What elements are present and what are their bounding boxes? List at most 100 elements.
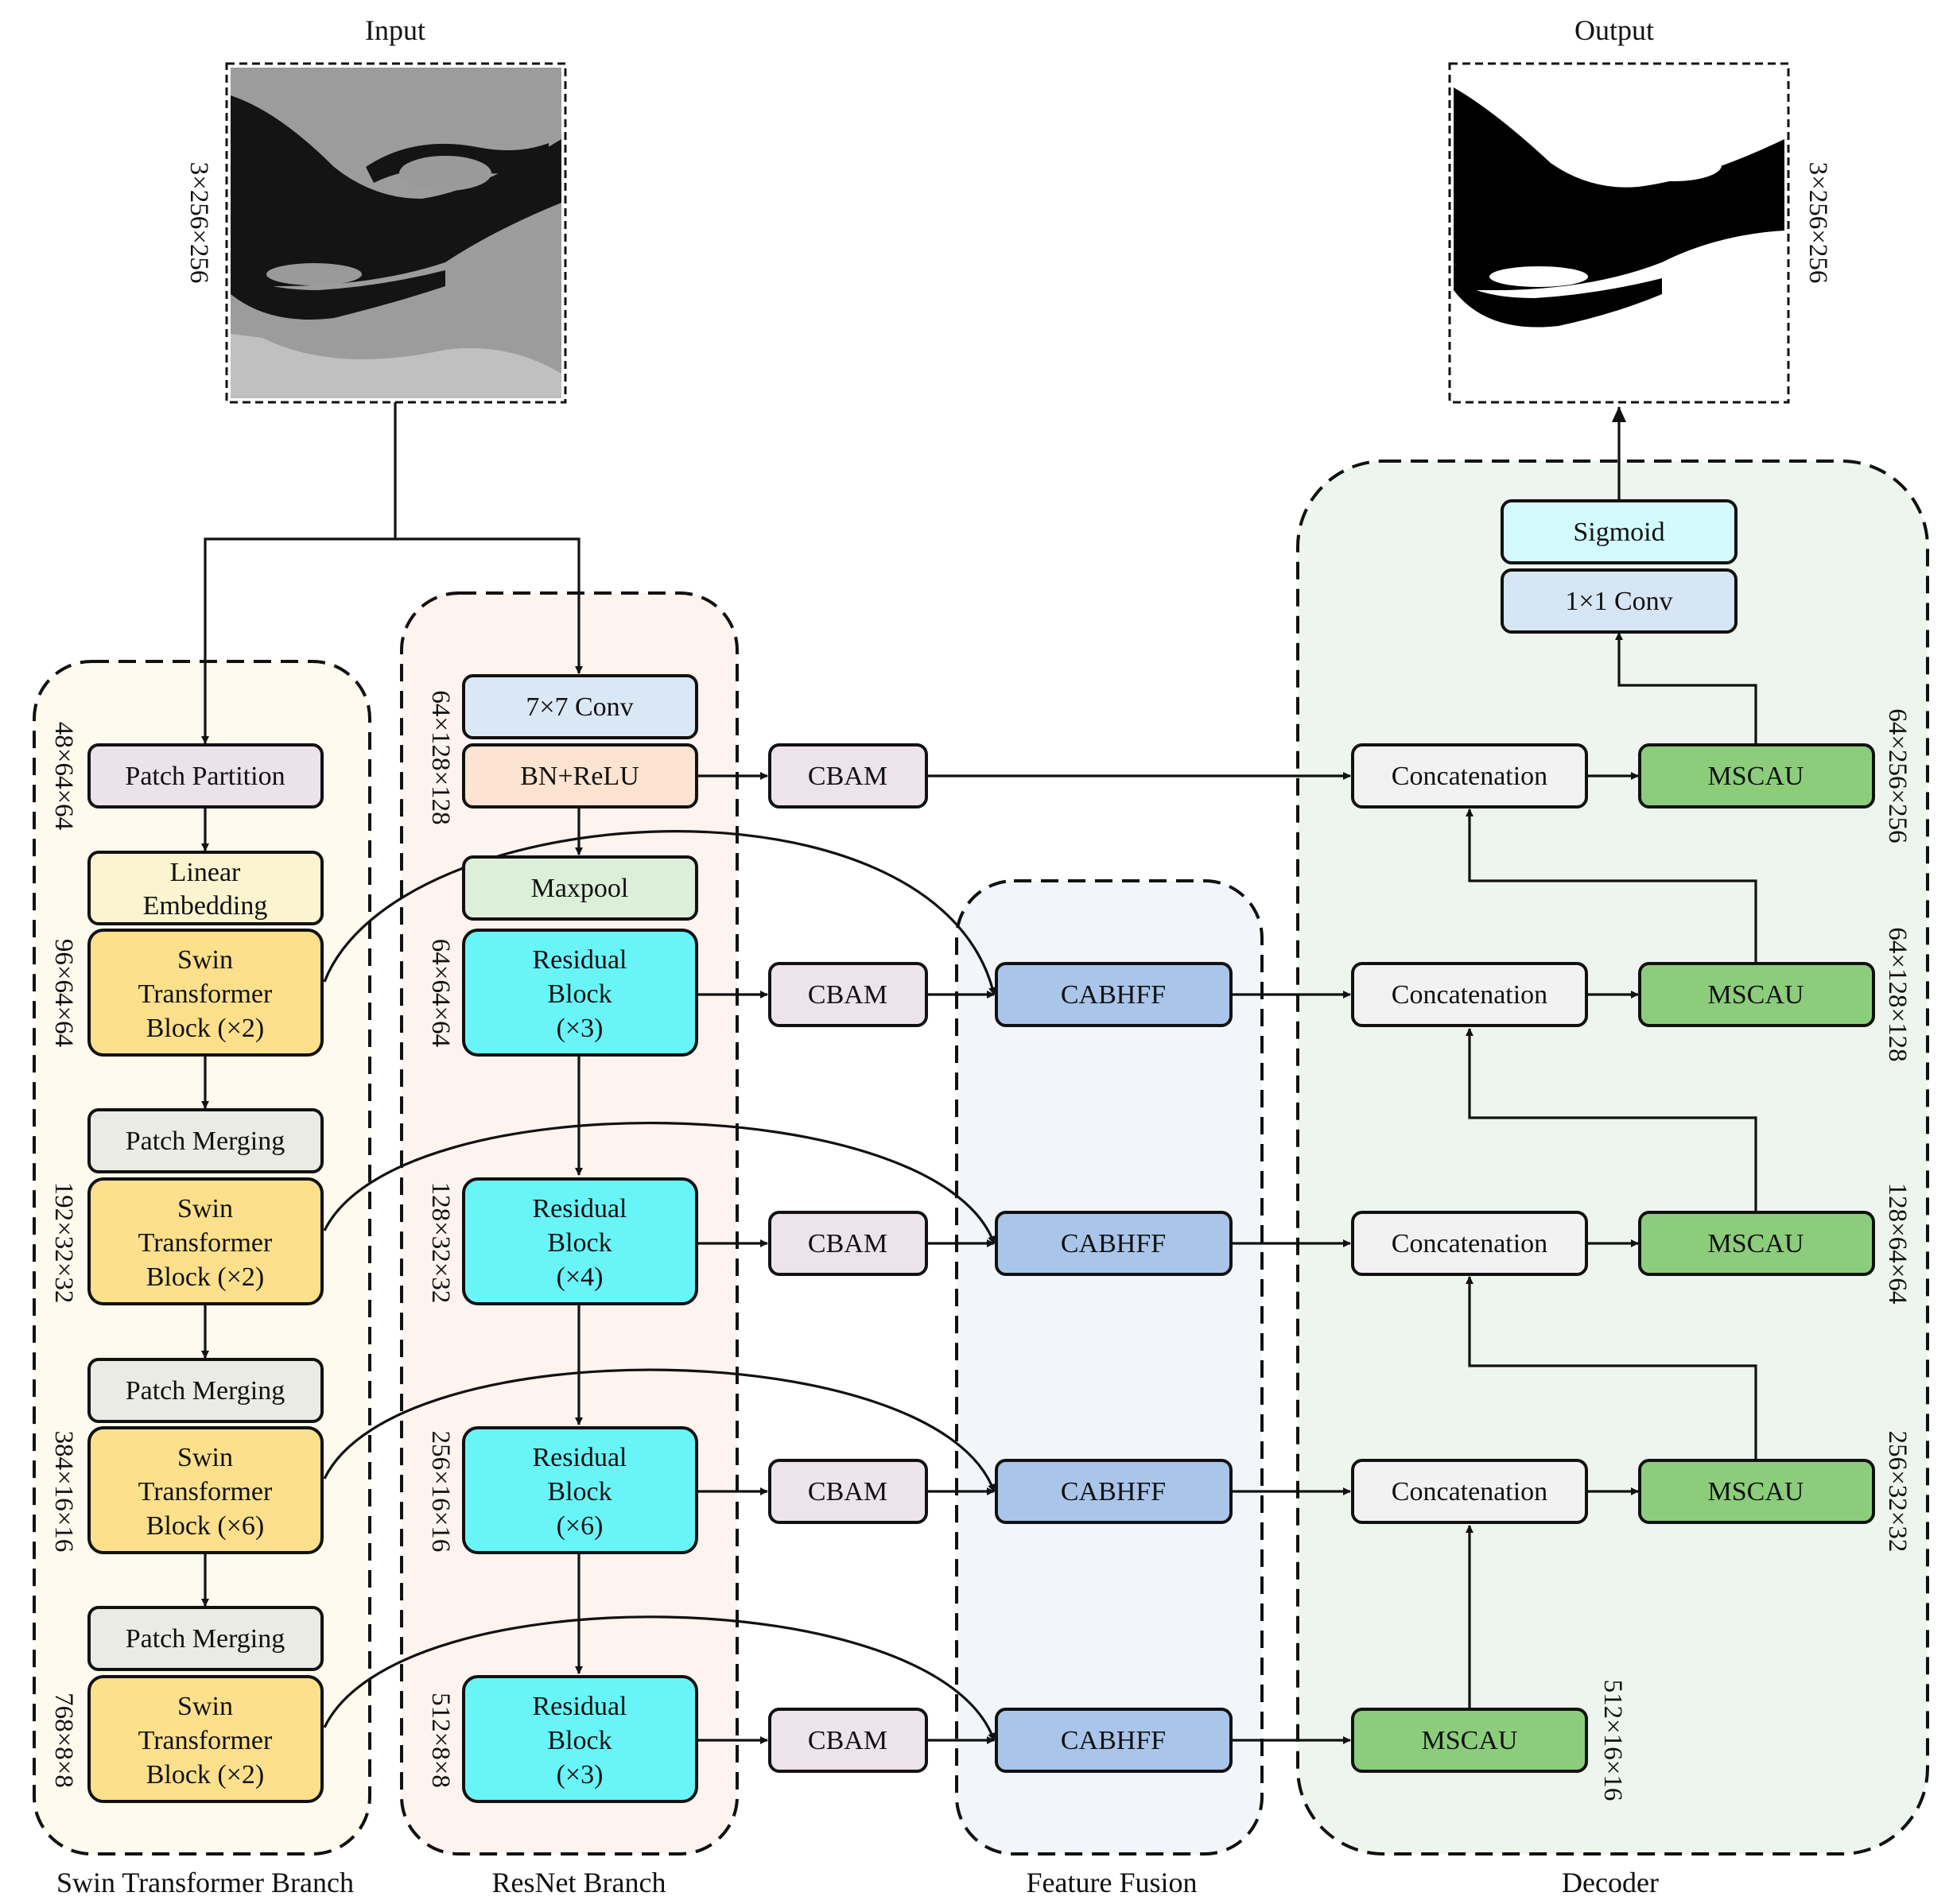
svg-text:Concatenation: Concatenation	[1392, 762, 1547, 791]
residual-block-1: Residual Block (×3)	[462, 929, 698, 1057]
svg-text:CBAM: CBAM	[808, 1229, 887, 1258]
mscau-box-5: MSCAU	[1351, 1708, 1588, 1773]
svg-text:MSCAU: MSCAU	[1708, 980, 1804, 1010]
mscau-box-3: MSCAU	[1638, 1211, 1875, 1276]
svg-text:Block (×2): Block (×2)	[146, 1014, 265, 1043]
cabhff-box-3: CABHFF	[995, 1459, 1233, 1524]
svg-text:Block: Block	[547, 979, 612, 1009]
svg-text:Concatenation: Concatenation	[1392, 980, 1547, 1010]
svg-text:Transformer: Transformer	[138, 1726, 273, 1755]
concatenation-box-1: Concatenation	[1351, 743, 1588, 809]
input-dim-label: 3×256×256	[184, 162, 213, 284]
swin-dim-3: 192×32×32	[49, 1182, 78, 1304]
concatenation-box-3: Concatenation	[1351, 1211, 1588, 1276]
decoder-panel	[1296, 460, 1929, 1856]
resnet-dim-4: 256×16×16	[426, 1431, 455, 1553]
swin-block-stage2: Swin Transformer Block (×2)	[87, 1177, 324, 1305]
feature-fusion-panel	[955, 879, 1264, 1856]
output-dim-label: 3×256×256	[1804, 162, 1832, 284]
decoder-dim-4: 256×32×32	[1883, 1431, 1912, 1553]
mscau-box-1: MSCAU	[1638, 743, 1875, 809]
svg-text:Concatenation: Concatenation	[1392, 1229, 1547, 1258]
decoder-dim-1: 64×256×256	[1883, 708, 1912, 843]
svg-text:Embedding: Embedding	[143, 891, 268, 921]
svg-text:Swin: Swin	[177, 1692, 233, 1721]
mscau-box-2: MSCAU	[1638, 962, 1875, 1027]
cbam-box-2: CBAM	[768, 962, 928, 1027]
svg-text:Block (×2): Block (×2)	[146, 1760, 265, 1790]
swin-block-stage1: Swin Transformer Block (×2)	[87, 929, 324, 1057]
patch-partition-box: Patch Partition	[87, 743, 324, 809]
svg-text:Residual: Residual	[533, 1194, 627, 1223]
swin-block-stage3: Swin Transformer Block (×6)	[87, 1426, 324, 1554]
conv1x1-box: 1×1 Conv	[1501, 568, 1738, 634]
svg-text:Patch Merging: Patch Merging	[126, 1127, 285, 1156]
swin-dim-4: 384×16×16	[49, 1431, 78, 1553]
svg-text:MSCAU: MSCAU	[1708, 1477, 1804, 1507]
concatenation-box-4: Concatenation	[1351, 1459, 1588, 1524]
svg-text:Sigmoid: Sigmoid	[1573, 518, 1664, 547]
decoder-dim-5: 512×16×16	[1598, 1680, 1627, 1801]
svg-text:CBAM: CBAM	[808, 980, 887, 1010]
svg-text:CBAM: CBAM	[808, 762, 887, 791]
decoder-dim-3: 128×64×64	[1883, 1183, 1912, 1305]
svg-text:MSCAU: MSCAU	[1708, 1229, 1804, 1258]
conv7x7-box: 7×7 Conv	[462, 674, 698, 739]
svg-text:CABHFF: CABHFF	[1061, 1726, 1166, 1755]
swin-dim-1: 48×64×64	[49, 722, 78, 830]
svg-text:Concatenation: Concatenation	[1392, 1477, 1547, 1507]
resnet-dim-3: 128×32×32	[426, 1182, 455, 1304]
svg-text:(×6): (×6)	[557, 1511, 604, 1541]
maxpool-box: Maxpool	[462, 855, 698, 921]
decoder-dim-2: 64×128×128	[1883, 927, 1912, 1061]
input-sar-image	[231, 68, 561, 398]
svg-text:Linear: Linear	[170, 858, 241, 887]
resnet-dim-2: 64×64×64	[426, 939, 455, 1047]
svg-text:Swin: Swin	[177, 1194, 233, 1223]
feature-fusion-title: Feature Fusion	[1027, 1867, 1198, 1898]
output-mask-image	[1454, 68, 1784, 398]
decoder-title: Decoder	[1562, 1867, 1659, 1898]
sigmoid-box: Sigmoid	[1501, 499, 1738, 564]
svg-text:Residual: Residual	[533, 945, 627, 975]
residual-block-3: Residual Block (×6)	[462, 1426, 698, 1554]
resnet-branch-title: ResNet Branch	[492, 1867, 666, 1898]
patch-merging-box-1: Patch Merging	[87, 1108, 324, 1173]
svg-text:(×3): (×3)	[557, 1760, 604, 1790]
svg-text:Patch Partition: Patch Partition	[125, 762, 285, 791]
svg-text:CABHFF: CABHFF	[1061, 1477, 1166, 1507]
svg-text:Transformer: Transformer	[138, 1228, 273, 1258]
cabhff-box-2: CABHFF	[995, 1211, 1233, 1276]
svg-text:Residual: Residual	[533, 1692, 627, 1721]
svg-text:Transformer: Transformer	[138, 1477, 273, 1507]
svg-text:Block (×6): Block (×6)	[146, 1511, 265, 1541]
svg-text:Block: Block	[547, 1477, 612, 1507]
svg-text:Swin: Swin	[177, 1443, 233, 1472]
svg-text:Swin: Swin	[177, 945, 233, 975]
cbam-box-4: CBAM	[768, 1459, 928, 1524]
svg-text:CABHFF: CABHFF	[1061, 980, 1166, 1010]
svg-text:Transformer: Transformer	[138, 979, 273, 1009]
swin-dim-2: 96×64×64	[49, 939, 78, 1047]
svg-text:Maxpool: Maxpool	[531, 874, 629, 903]
resnet-dim-1: 64×128×128	[426, 690, 455, 824]
swin-dim-5: 768×8×8	[49, 1693, 78, 1788]
svg-text:MSCAU: MSCAU	[1422, 1726, 1518, 1755]
mscau-box-4: MSCAU	[1638, 1459, 1875, 1524]
cbam-box-5: CBAM	[768, 1708, 928, 1773]
linear-embedding-box: Linear Embedding	[87, 851, 324, 925]
svg-text:Block: Block	[547, 1228, 612, 1258]
svg-text:Residual: Residual	[533, 1443, 627, 1472]
svg-text:(×4): (×4)	[557, 1262, 604, 1292]
cabhff-box-4: CABHFF	[995, 1708, 1233, 1773]
svg-text:Block (×2): Block (×2)	[146, 1262, 265, 1292]
connectors	[201, 402, 1757, 1744]
output-title: Output	[1574, 14, 1654, 46]
resnet-dim-5: 512×8×8	[426, 1693, 455, 1788]
residual-block-2: Residual Block (×4)	[462, 1177, 698, 1305]
svg-text:7×7 Conv: 7×7 Conv	[526, 692, 633, 722]
cabhff-box-1: CABHFF	[995, 962, 1233, 1027]
svg-text:1×1 Conv: 1×1 Conv	[1565, 587, 1672, 616]
cbam-box-1: CBAM	[768, 743, 928, 809]
